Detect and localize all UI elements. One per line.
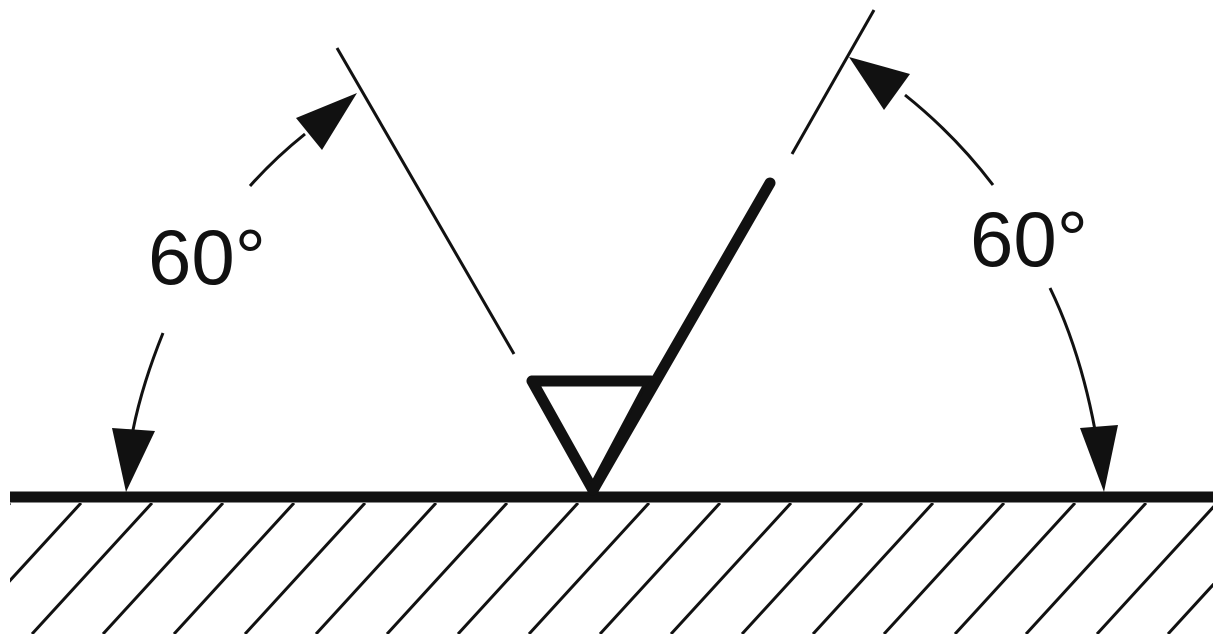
- right-angle-arc-lower: [1048, 287, 1097, 431]
- hatch-line: [669, 503, 793, 634]
- right-angle-dimension: [849, 57, 1118, 492]
- hatch-line: [314, 503, 438, 634]
- surface-texture-symbol: [526, 177, 776, 496]
- hatch-line: [172, 503, 296, 634]
- right-angle-arrowhead-lower: [1080, 425, 1118, 492]
- hatch-line: [1166, 582, 1213, 634]
- right-angle-label: 60°: [970, 195, 1088, 283]
- hatch-line: [882, 503, 1006, 634]
- hatch-line: [811, 503, 935, 634]
- hatch-line: [10, 503, 12, 506]
- hatch-line: [385, 503, 509, 634]
- left-angle-arrowhead-upper: [296, 93, 357, 150]
- right-angle-arrowhead-upper: [849, 57, 910, 110]
- left-reference-line: [335, 47, 516, 355]
- hatch-line: [1095, 505, 1213, 634]
- left-angle-label: 60°: [148, 213, 266, 301]
- hatch-line: [527, 503, 651, 634]
- right-angle-arc-upper: [904, 93, 995, 186]
- surface-hatching: [10, 503, 1213, 634]
- hatch-line: [30, 503, 154, 634]
- hatch-line: [598, 503, 722, 634]
- hatch-line: [10, 503, 83, 583]
- left-angle-arc-lower: [131, 332, 165, 431]
- hatch-line: [243, 503, 367, 634]
- hatch-line: [953, 503, 1077, 634]
- right-reference-line: [790, 9, 876, 155]
- left-angle-arrowhead-lower: [112, 428, 155, 492]
- hatch-line: [1024, 503, 1148, 634]
- left-angle-dimension: [112, 93, 357, 492]
- left-angle-arc-upper: [248, 132, 306, 187]
- hatch-line: [456, 503, 580, 634]
- hatch-line: [101, 503, 225, 634]
- hatch-line: [740, 503, 864, 634]
